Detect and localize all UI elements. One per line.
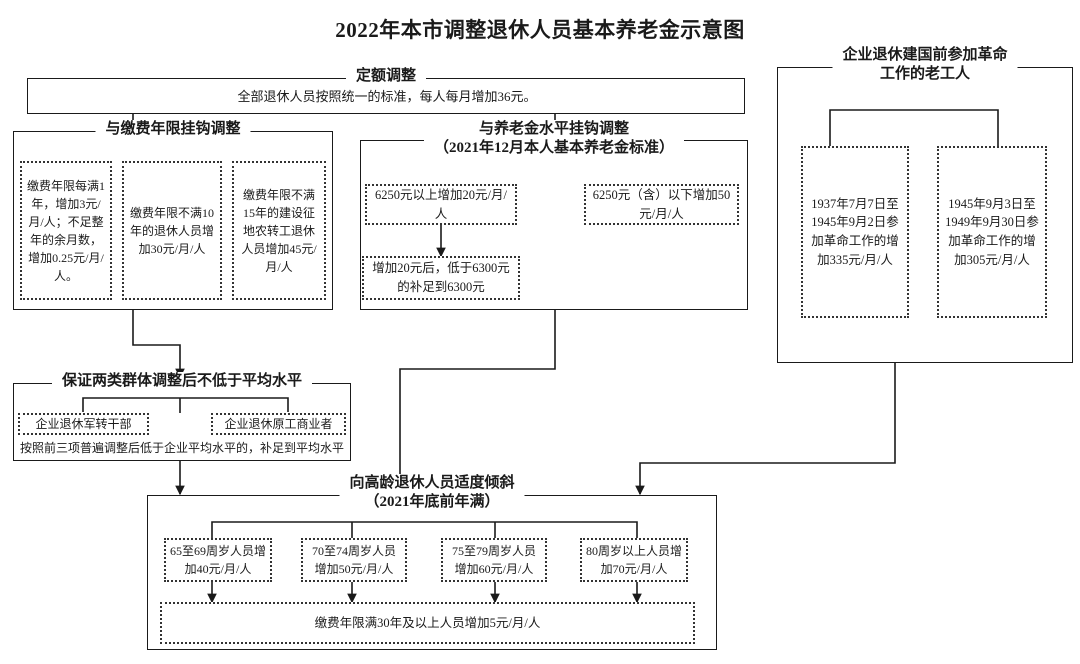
pension-above-box: 6250元以上增加20元/月/人 xyxy=(365,184,517,225)
elderly-age-box-2: 70至74周岁人员增加50元/月/人 xyxy=(301,538,407,582)
elderly-legend-line1: 向高龄退休人员适度倾斜 xyxy=(349,475,515,491)
group-elderly-legend: 向高龄退休人员适度倾斜 （2021年底前年满） xyxy=(339,474,525,512)
group-guarantee: 保证两类群体调整后不低于平均水平 xyxy=(13,372,351,461)
years-box-1: 缴费年限每满1年，增加3元/月/人；不足整年的余月数，增加0.25元/月/人。 xyxy=(20,161,112,300)
group-elderly: 向高龄退休人员适度倾斜 （2021年底前年满） xyxy=(147,474,717,650)
veteran-box-1: 1937年7月7日至1945年9月2日参加革命工作的增加335元/月/人 xyxy=(801,146,909,318)
group-veteran-workers: 企业退休建国前参加革命 工作的老工人 xyxy=(777,46,1073,363)
connector-veterans-to-elderly xyxy=(635,363,896,496)
guarantee-group-left: 企业退休军转干部 xyxy=(18,413,149,435)
elderly-legend-line2: （2021年底前年满） xyxy=(364,493,500,510)
connector-years-to-guarantee xyxy=(132,310,185,379)
pension-legend-line1: 与养老金水平挂钩调整 xyxy=(478,121,630,137)
group-quota-adjustment: 定额调整 全部退休人员按照统一的标准，每人每月增加36元。 xyxy=(27,67,745,114)
elderly-age-box-3: 75至79周岁人员增加60元/月/人 xyxy=(441,538,547,582)
years-box-2: 缴费年限不满10年的退休人员增加30元/月/人 xyxy=(122,161,222,300)
elderly-long-service-box: 缴费年限满30年及以上人员增加5元/月/人 xyxy=(160,602,695,644)
page-title: 2022年本市调整退休人员基本养老金示意图 xyxy=(335,18,745,42)
group-guarantee-legend: 保证两类群体调整后不低于平均水平 xyxy=(51,372,313,391)
group-veteran-workers-legend: 企业退休建国前参加革命 工作的老工人 xyxy=(832,46,1018,84)
veterans-legend-line2: 工作的老工人 xyxy=(879,65,971,82)
veterans-legend-line1: 企业退休建国前参加革命 xyxy=(842,47,1008,63)
pension-below-box: 6250元（含）以下增加50元/月/人 xyxy=(584,184,739,225)
guarantee-group-right: 企业退休原工商业者 xyxy=(211,413,346,435)
guarantee-note: 按照前三项普遍调整后低于企业平均水平的，补足到平均水平 xyxy=(19,441,344,455)
group-years-linked: 与缴费年限挂钩调整 xyxy=(13,120,333,310)
quota-body-text: 全部退休人员按照统一的标准，每人每月增加36元。 xyxy=(237,89,537,104)
group-pension-linked: 与养老金水平挂钩调整 （2021年12月本人基本养老金标准） xyxy=(360,120,748,310)
connector-pension-to-elderly xyxy=(395,310,556,496)
group-quota-legend: 定额调整 xyxy=(345,67,427,86)
elderly-age-box-4: 80周岁以上人员增加70元/月/人 xyxy=(580,538,688,582)
pension-topup-box: 增加20元后，低于6300元的补足到6300元 xyxy=(362,256,520,300)
group-years-linked-legend: 与缴费年限挂钩调整 xyxy=(95,120,251,139)
veteran-box-2: 1945年9月3日至1949年9月30日参加革命工作的增加305元/月/人 xyxy=(937,146,1047,318)
elderly-age-box-1: 65至69周岁人员增加40元/月/人 xyxy=(164,538,272,582)
group-pension-linked-legend: 与养老金水平挂钩调整 （2021年12月本人基本养老金标准） xyxy=(423,120,685,158)
years-box-3: 缴费年限不满15年的建设征地农转工退休人员增加45元/月/人 xyxy=(232,161,326,300)
pension-legend-line2: （2021年12月本人基本养老金标准） xyxy=(433,139,675,156)
